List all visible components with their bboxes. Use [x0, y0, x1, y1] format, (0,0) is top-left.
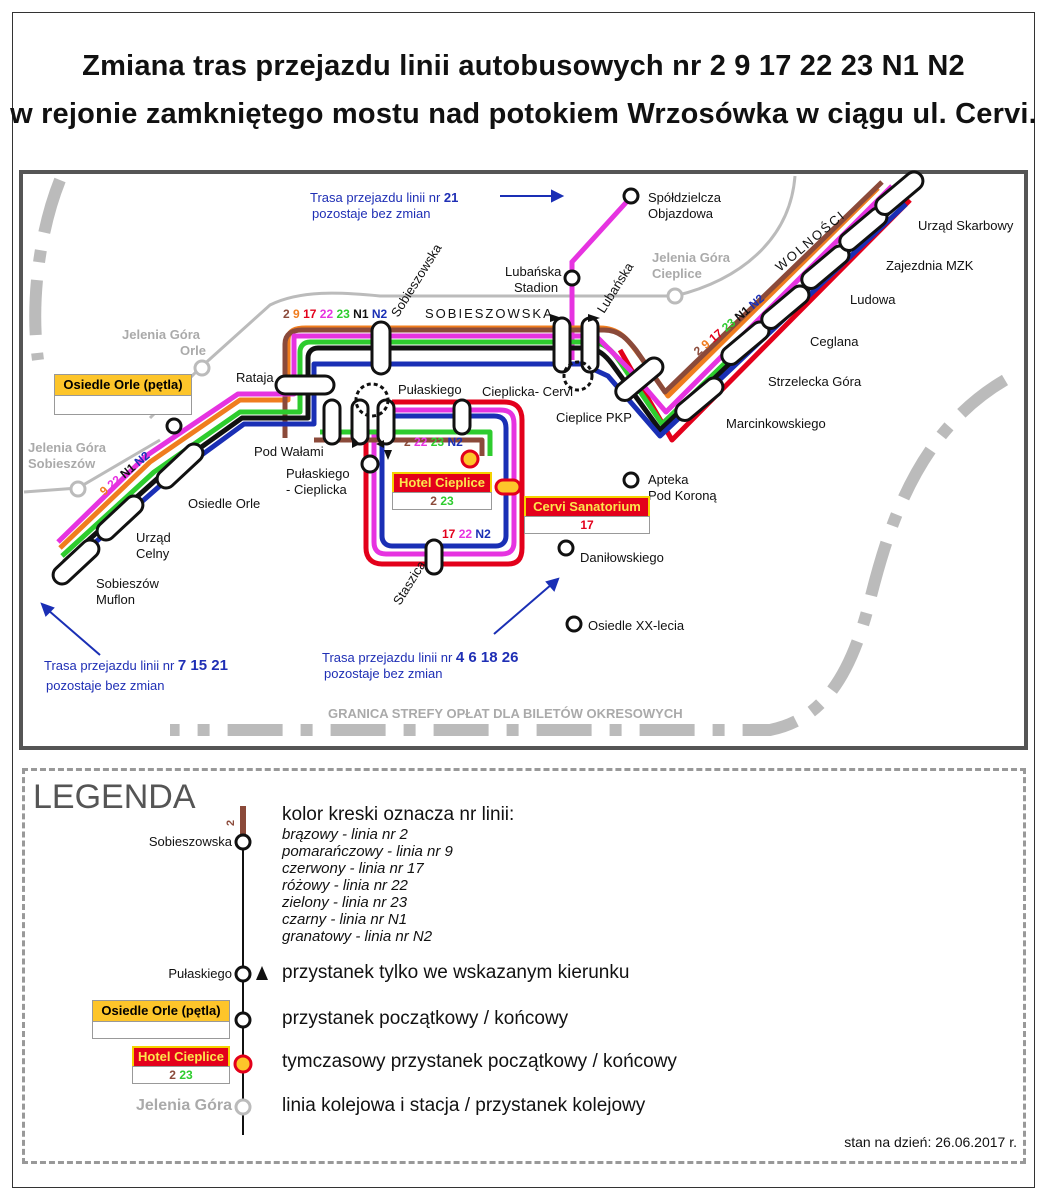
rail-cieplice-a: Jelenia Góra [652, 250, 731, 265]
stop-spoldzielcza-a: Spółdzielcza [648, 190, 722, 205]
stop-pulaskiego-cieplicka-a: Pułaskiego [286, 466, 350, 481]
legend-direction-triangle [256, 966, 268, 980]
stop-danilowskiego: Daniłowskiego [580, 550, 664, 565]
terminal-orle-petla: Osiedle Orle (pętla) [54, 374, 192, 396]
legend-color-item: czarny - linia nr N1 [282, 911, 408, 928]
stop-sobieszow-muflon-b: Muflon [96, 592, 135, 607]
bus-lines [56, 180, 912, 570]
legend-directional-desc: przystanek tylko we wskazanym kierunku [282, 962, 630, 983]
south-loop [314, 399, 525, 567]
legend-sample-line-number: 2 [225, 820, 237, 826]
legend-rail-desc: linia kolejowa i stacja / przystanek kol… [282, 1095, 646, 1116]
stop-capsules [51, 170, 925, 586]
legend-rail-station: Jelenia Góra [135, 1097, 232, 1114]
stop-ceglana: Ceglana [810, 334, 859, 349]
map-frame [19, 170, 1028, 750]
legend-terminal-box: Osiedle Orle (pętla) [92, 1000, 230, 1022]
page-title-line2: w rejonie zamkniętego mostu nad potokiem… [10, 98, 1037, 130]
rail-sobieszow-b: Sobieszów [28, 456, 96, 471]
stop-pulaskiego-cieplicka-b: - Cieplicka [286, 482, 347, 497]
note-lines4-a: Trasa przejazdu linii nr 4 6 18 26 [322, 649, 518, 666]
note-line21-b: pozostaje bez zmian [312, 206, 431, 221]
legend-terminal-desc: przystanek początkowy / końcowy [282, 1008, 569, 1029]
zone-border [29, 177, 1009, 736]
legend-color-item: zielony - linia nr 23 [282, 894, 408, 911]
legend-color-heading: kolor kreski oznacza nr linii: [282, 804, 515, 825]
outer-frame [12, 12, 1035, 1188]
note-arrows [40, 189, 565, 656]
stop-ludowa: Ludowa [850, 292, 896, 307]
cervi-temp-stop [494, 478, 522, 496]
stop-osiedle-xx: Osiedle XX-lecia [588, 618, 685, 633]
terminal-cervi: Cervi Sanatorium [524, 496, 650, 518]
legend-directional-stop: Pułaskiego [168, 966, 232, 981]
legend-color-item: brązowy - linia nr 2 [282, 826, 408, 843]
rail-station-markers [69, 287, 684, 498]
legend-color-item: granatowy - linia nr N2 [282, 928, 433, 945]
lines-label-east: 2 9 17 23 N1 N2 [691, 291, 767, 358]
lines-label-north: 2 9 17 22 23 N1 N2 [283, 307, 388, 321]
stop-rataja: Rataja [236, 370, 274, 385]
stop-cieplicka-cervi: Cieplicka- Cervi [482, 384, 573, 399]
stop-sobieszow-muflon-a: Sobieszów [96, 576, 159, 591]
stop-pod-walami: Pod Wałami [254, 444, 324, 459]
stop-urzad-skarbowy: Urząd Skarbowy [918, 218, 1014, 233]
legend-stop-icon [234, 833, 252, 851]
terminal-cervi-lines: 17 [524, 516, 650, 534]
stop-spoldzielcza-b: Objazdowa [648, 206, 714, 221]
rail-orle-a: Jelenia Góra [122, 327, 201, 342]
legend-temp-box-lines: 2 23 [132, 1066, 230, 1084]
note-lines4-b: pozostaje bez zmian [324, 666, 443, 681]
stop-strzelecka: Strzelecka Góra [768, 374, 862, 389]
legend-terminal-icon [234, 1011, 252, 1029]
legend-temp-box: Hotel Cieplice [132, 1046, 230, 1068]
legend-box [22, 768, 1026, 1164]
legend-terminal-box-lines [92, 1021, 230, 1039]
stop-lubanska-stadion-a: Lubańska [505, 264, 562, 279]
stop-lubanska: Lubańska [594, 259, 637, 315]
street-sobieszowska: SOBIESZOWSKA [425, 306, 554, 321]
rail-cieplice-b: Cieplice [652, 266, 702, 281]
note-line21-a: Trasa przejazdu linii nr 21 [310, 190, 458, 205]
note-lines7-a: Trasa przejazdu linii nr 7 15 21 [44, 657, 228, 674]
stop-apteka-a: Apteka [648, 472, 689, 487]
stop-pulaskiego: Pułaskiego [398, 382, 462, 397]
terminal-hotel-cieplice-lines: 2 23 [392, 492, 492, 510]
bridge-closure-marker-east [562, 360, 594, 392]
rail-sobieszow-a: Jelenia Góra [28, 440, 107, 455]
legend-directional-stop-icon [234, 965, 252, 983]
lines-label-south: 17 22 N2 [442, 527, 491, 541]
page-title-line1: Zmiana tras przejazdu linii autobusowych… [82, 50, 965, 82]
direction-triangles [352, 314, 600, 460]
hotel-cieplice-temp-stop [460, 449, 480, 469]
stop-circles [165, 187, 640, 633]
zone-border-label: GRANICA STREFY OPŁAT DLA BILETÓW OKRESOW… [328, 706, 683, 721]
legend-color-item: różowy - linia nr 22 [282, 877, 408, 894]
lines-label-inner: 2 22 23 N2 [404, 435, 463, 449]
stop-urzad-celny-a: Urząd [136, 530, 171, 545]
legend-temp-desc: tymczasowy przystanek początkowy / końco… [282, 1051, 677, 1072]
terminal-hotel-cieplice: Hotel Cieplice [392, 472, 492, 494]
legend-color-item: czerwony - linia nr 17 [282, 860, 424, 877]
bridge-closure-marker-west [354, 382, 390, 418]
legend-rail-icon [234, 1098, 252, 1116]
legend-sample-stop: Sobieszowska [148, 834, 232, 849]
stop-marcinkowskiego: Marcinkowskiego [726, 416, 826, 431]
stop-lubanska-stadion-b: Stadion [514, 280, 558, 295]
legend-temp-terminal-icon [233, 1054, 253, 1074]
stop-apteka-b: Pod Koroną [648, 488, 717, 503]
stop-osiedle-orle: Osiedle Orle [188, 496, 260, 511]
stop-cieplice-pkp: Cieplice PKP [556, 410, 632, 425]
terminal-orle-petla-lines [54, 395, 192, 415]
note-lines7-b: pozostaje bez zmian [46, 678, 165, 693]
legend-color-item: pomarańczowy - linia nr 9 [282, 843, 453, 860]
legend-title: LEGENDA [33, 778, 196, 816]
stop-urzad-celny-b: Celny [136, 546, 170, 561]
legend-date: stan na dzień: 26.06.2017 r. [844, 1134, 1017, 1150]
rail-orle-b: Orle [180, 343, 206, 358]
stop-zajezdnia: Zajezdnia MZK [886, 258, 974, 273]
legend-color-list: brązowy - linia nr 2 pomarańczowy - lini… [282, 826, 453, 945]
